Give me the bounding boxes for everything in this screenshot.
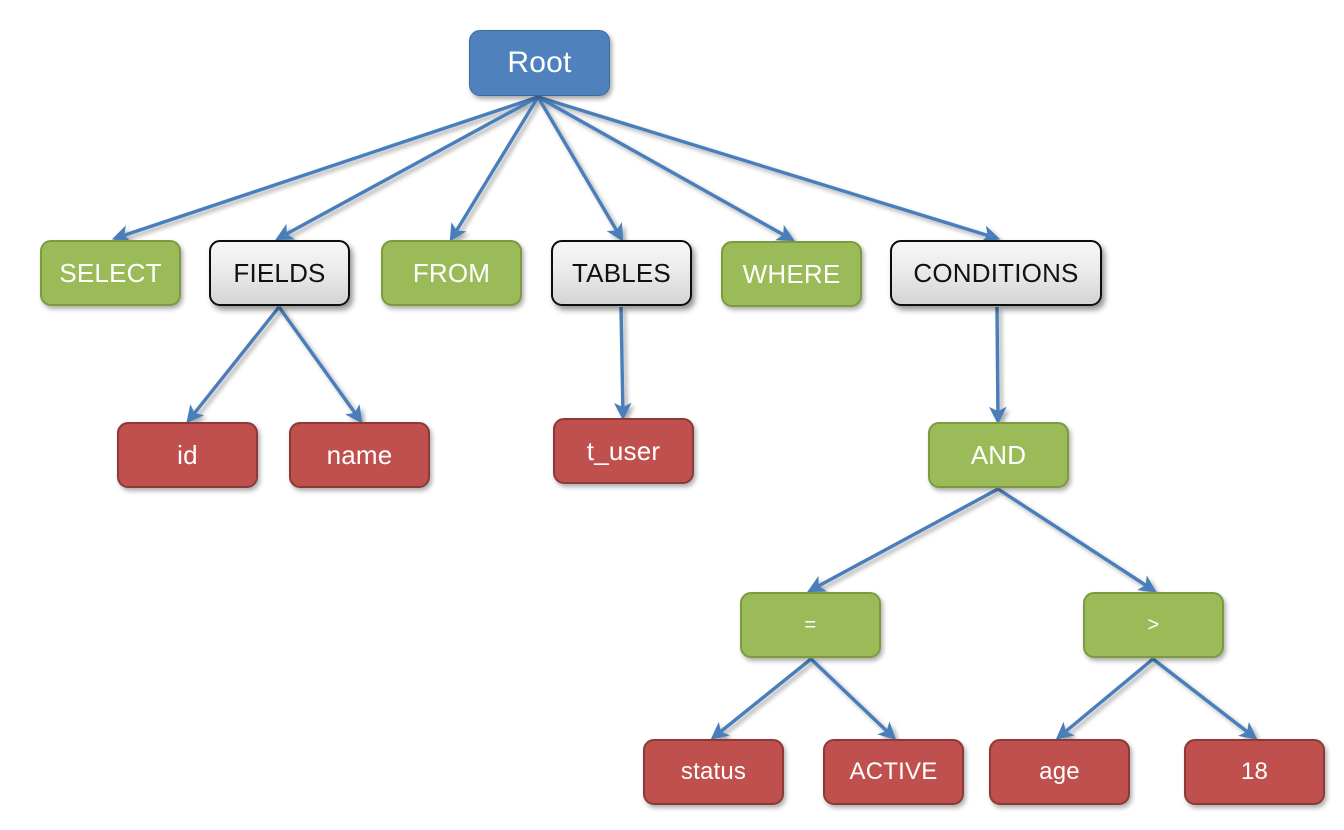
node-label-t_user: t_user xyxy=(586,436,661,466)
node-label-and: AND xyxy=(970,440,1027,470)
node-root[interactable]: Root xyxy=(469,30,610,96)
node-label-age: age xyxy=(1039,758,1080,785)
node-label-status: status xyxy=(680,758,747,785)
node-label-root: Root xyxy=(507,46,572,79)
node-active[interactable]: ACTIVE xyxy=(823,739,964,805)
node-fields[interactable]: FIELDS xyxy=(209,240,350,306)
node-label-name: name xyxy=(326,440,393,470)
node-label-active: ACTIVE xyxy=(849,758,938,785)
node-label-tables: TABLES xyxy=(572,258,671,288)
node-name[interactable]: name xyxy=(289,422,430,488)
node-eq[interactable]: = xyxy=(740,592,881,658)
node-label-18: 18 xyxy=(1240,758,1269,785)
node-18[interactable]: 18 xyxy=(1184,739,1325,805)
node-age[interactable]: age xyxy=(989,739,1130,805)
node-select[interactable]: SELECT xyxy=(40,240,181,306)
node-label-eq: = xyxy=(804,614,817,636)
node-gt[interactable]: > xyxy=(1083,592,1224,658)
node-from[interactable]: FROM xyxy=(381,240,522,306)
node-conditions[interactable]: CONDITIONS xyxy=(890,240,1102,306)
node-where[interactable]: WHERE xyxy=(721,241,862,307)
node-label-id: id xyxy=(177,440,198,470)
node-label-conditions: CONDITIONS xyxy=(913,258,1079,288)
node-tables[interactable]: TABLES xyxy=(551,240,692,306)
node-label-fields: FIELDS xyxy=(233,258,326,288)
node-t_user[interactable]: t_user xyxy=(553,418,694,484)
node-label-select: SELECT xyxy=(59,258,162,288)
node-label-where: WHERE xyxy=(742,259,841,289)
node-id[interactable]: id xyxy=(117,422,258,488)
node-and[interactable]: AND xyxy=(928,422,1069,488)
node-label-from: FROM xyxy=(412,258,491,288)
node-status[interactable]: status xyxy=(643,739,784,805)
node-label-gt: > xyxy=(1147,614,1160,636)
